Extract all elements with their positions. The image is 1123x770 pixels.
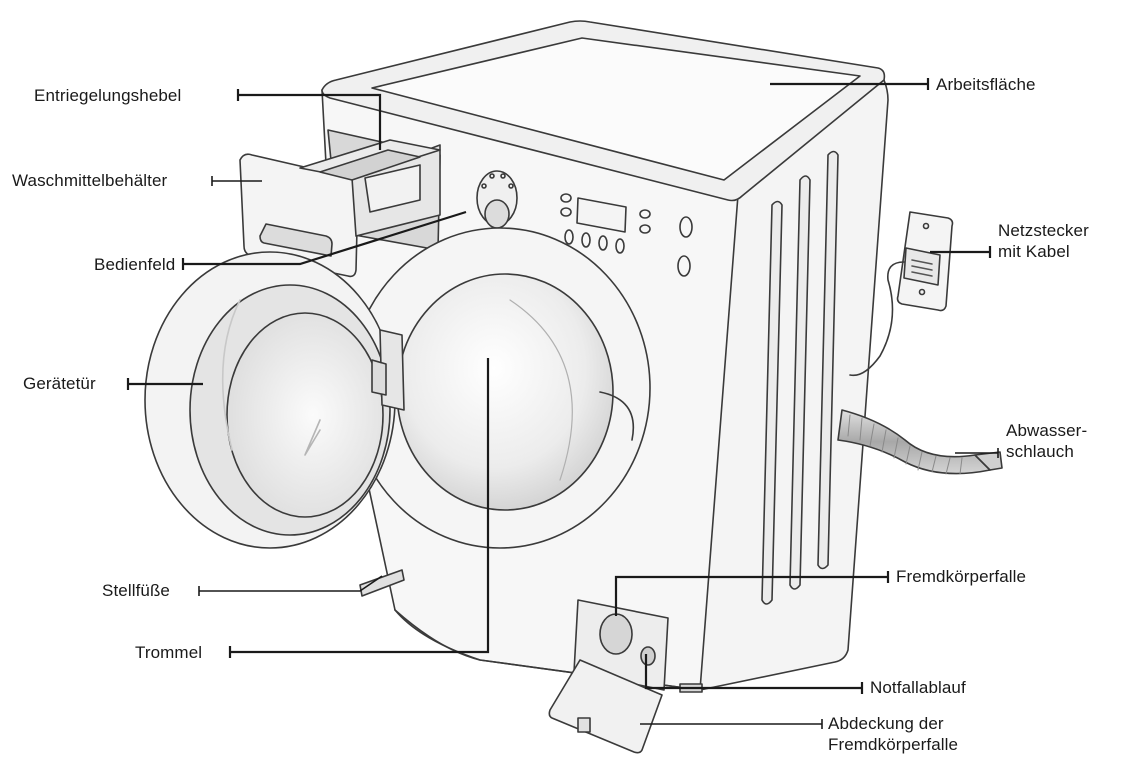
- label-arbeitsflaeche: Arbeitsfläche: [936, 75, 1036, 94]
- label-abdeckung: Abdeckung der Fremdkörperfalle: [828, 713, 958, 755]
- filter-cover: [548, 659, 663, 754]
- drawer-handle: [259, 223, 333, 257]
- display-window: [576, 197, 627, 233]
- label-geraetetuer: Gerätetür: [23, 374, 96, 393]
- label-waschmittelbehaelter: Waschmittelbehälter: [12, 171, 168, 190]
- foot-front-left: [359, 569, 405, 597]
- label-trommel: Trommel: [135, 643, 203, 662]
- leader-notfallablauf: [644, 654, 862, 690]
- leader-bedienfeld: [183, 210, 467, 266]
- door-glass: [226, 312, 384, 518]
- label-stellfuesse: Stellfüße: [102, 581, 170, 600]
- label-netzstecker: Netzstecker mit Kabel: [998, 220, 1089, 262]
- label-netzstecker-line2: mit Kabel: [998, 242, 1070, 261]
- label-notfallablauf: Notfallablauf: [870, 678, 966, 697]
- label-abwasserschlauch: Abwasser- schlauch: [1006, 420, 1087, 462]
- leader-trommel: [230, 358, 490, 654]
- side-rib-2: [789, 175, 811, 590]
- power-cable: [849, 261, 905, 377]
- side-rib-3: [817, 150, 839, 570]
- label-entriegelungshebel: Entriegelungshebel: [34, 86, 182, 105]
- label-abwasser-line1: Abwasser-: [1006, 421, 1088, 440]
- label-bedienfeld: Bedienfeld: [94, 255, 176, 274]
- plug-body: [903, 247, 941, 286]
- leader-stellfuesse: [199, 575, 383, 592]
- leader-entriegelungshebel: [238, 93, 382, 150]
- program-knob: [484, 199, 510, 229]
- filter-knob: [599, 613, 633, 655]
- top-surface-inset: [371, 37, 861, 181]
- label-abdeckung-line2: Fremdkörperfalle: [828, 735, 959, 754]
- side-rib-1: [761, 200, 783, 605]
- leader-fremdkoerperfalle: [614, 575, 888, 616]
- label-abdeckung-line1: Abdeckung der: [828, 714, 944, 733]
- base: [394, 609, 701, 691]
- label-fremdkoerperfalle: Fremdkörperfalle: [896, 567, 1027, 586]
- label-netzstecker-line1: Netzstecker: [998, 221, 1089, 240]
- label-abwasser-line2: schlauch: [1006, 442, 1074, 461]
- drum-opening: [396, 273, 614, 511]
